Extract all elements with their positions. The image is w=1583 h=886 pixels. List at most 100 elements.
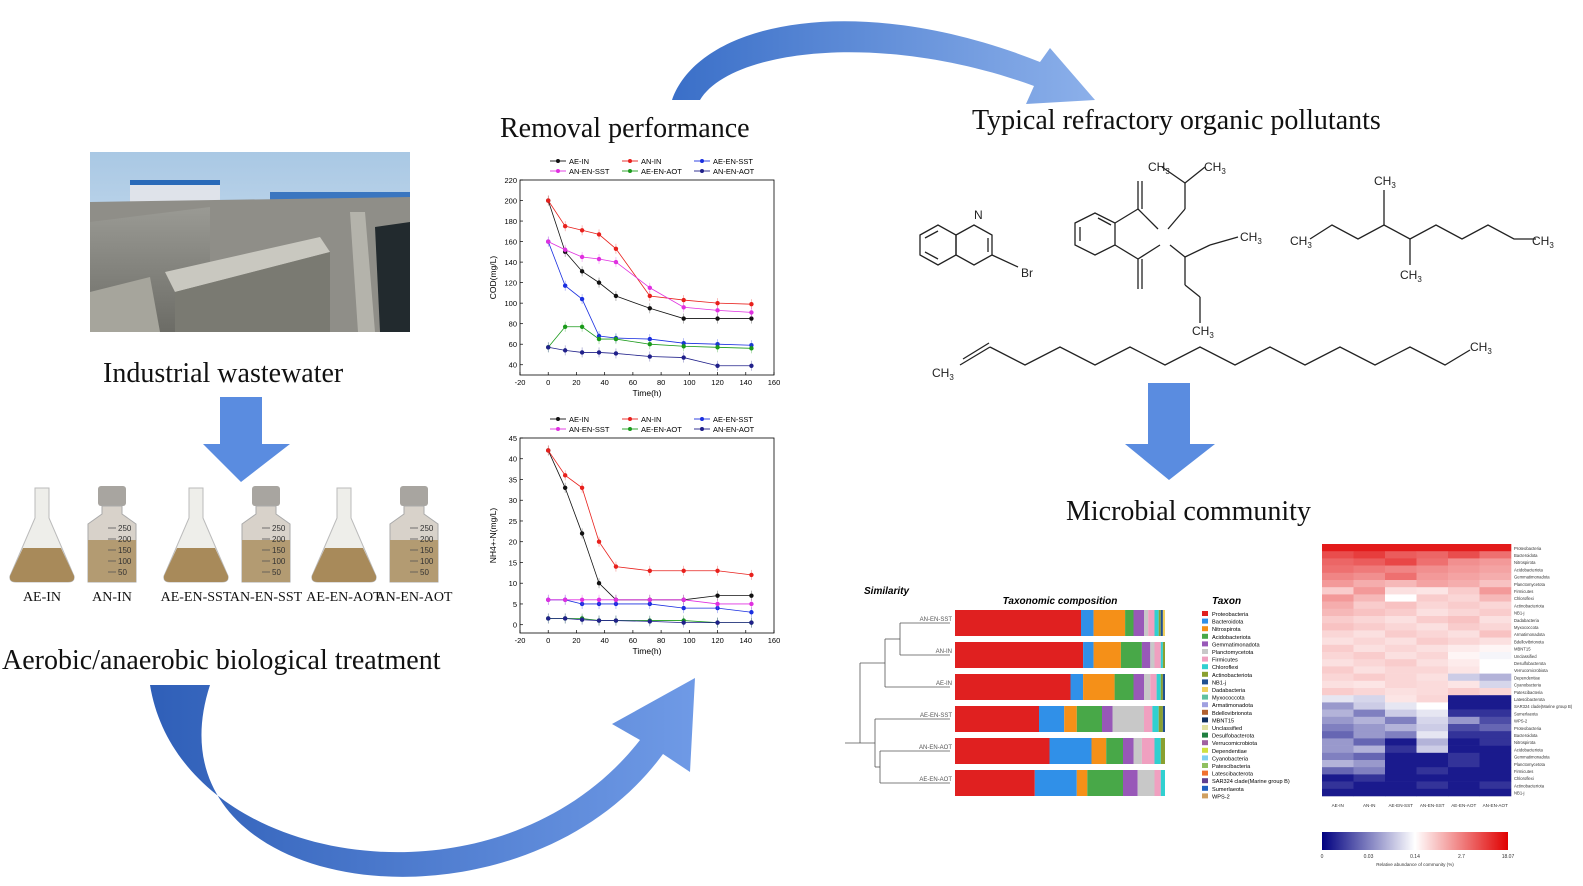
- heatmap-cell: [1479, 580, 1512, 588]
- heatmap-cell: [1385, 680, 1417, 689]
- heatmap-col-label: AE-EN-SST: [1388, 803, 1413, 808]
- taxon-label: Bacteroidota: [1212, 620, 1244, 626]
- data-point: [562, 223, 568, 229]
- heatmap-cell: [1479, 745, 1512, 754]
- taxon-swatch: [1202, 785, 1208, 791]
- heatmap-row-label: Firmicutes: [1514, 769, 1533, 774]
- data-point: [715, 601, 720, 607]
- heatmap-cell: [1353, 630, 1386, 638]
- heatmap-cell: [1448, 659, 1480, 667]
- data-point: [579, 597, 585, 603]
- heatmap-cell: [1448, 565, 1480, 574]
- heatmap-cell: [1479, 572, 1512, 581]
- heatmap-cell: [1448, 637, 1480, 646]
- flask-mark: 250: [420, 524, 434, 533]
- taxon-label: Proteobacteria: [1212, 612, 1249, 618]
- heatmap-cell: [1322, 760, 1354, 768]
- heatmap-cell: [1416, 623, 1449, 631]
- heatmap-cell: [1322, 594, 1354, 602]
- legend-marker: [700, 427, 704, 431]
- heatmap-cell: [1416, 565, 1449, 574]
- composition-segment: [1112, 706, 1144, 732]
- flask-mark: 250: [272, 524, 286, 533]
- colorbar-tick: 0: [1321, 854, 1324, 860]
- heatmap-cell: [1353, 745, 1386, 754]
- y-tick-label: 80: [509, 320, 517, 329]
- heatmap-cell: [1322, 608, 1354, 617]
- heatmap-cell: [1353, 551, 1386, 559]
- data-point: [647, 354, 653, 359]
- heatmap-cell: [1322, 788, 1354, 797]
- heatmap-cell: [1385, 781, 1417, 790]
- heatmap-cell: [1479, 601, 1512, 610]
- x-tick-label: 40: [600, 378, 608, 387]
- heatmap-row-label: Sumerlaeota: [1514, 711, 1538, 716]
- taxon-swatch: [1202, 687, 1208, 692]
- heatmap-row-label: Myxococcota: [1514, 625, 1539, 630]
- heatmap-cell: [1322, 774, 1354, 782]
- heatmap-cell: [1448, 774, 1480, 782]
- legend-label: AN-IN: [641, 157, 661, 166]
- title-biological-treatment: Aerobic/anaerobic biological treatment: [2, 645, 441, 676]
- heatmap-cell: [1385, 659, 1417, 667]
- heatmap-cell: [1353, 781, 1386, 790]
- heatmap-row-label: NB1-j: [1514, 611, 1525, 616]
- data-point: [562, 348, 568, 353]
- flask-mark: 200: [118, 535, 132, 544]
- legend-title: Taxon: [1212, 596, 1241, 607]
- heatmap-cell: [1479, 716, 1512, 725]
- legend-label: AN-EN-SST: [569, 167, 610, 176]
- heatmap-cell: [1479, 767, 1512, 775]
- y-tick-label: 15: [509, 558, 517, 567]
- heatmap-col-label: AE-EN-AOT: [1451, 803, 1476, 808]
- heatmap-cell: [1353, 767, 1386, 775]
- heatmap-cell: [1322, 724, 1354, 732]
- title-microbial-community: Microbial community: [1066, 496, 1311, 527]
- alkane-ch3-bottom: CH3: [1400, 268, 1422, 284]
- heatmap-cell: [1385, 709, 1417, 718]
- data-point: [749, 310, 754, 315]
- composition-segment: [1144, 706, 1153, 732]
- flask-ae-en-aot: [311, 487, 377, 583]
- heatmap-cell: [1385, 580, 1417, 588]
- flask-mark: 200: [420, 535, 434, 544]
- taxon-label: Dependentiae: [1212, 749, 1247, 755]
- legend-label: AE-EN-AOT: [641, 167, 682, 176]
- heatmap-cell: [1353, 752, 1386, 761]
- composition-segment: [1064, 706, 1077, 732]
- composition-segment: [955, 770, 1035, 796]
- x-tick-label: 60: [629, 636, 637, 645]
- heatmap-row-label: WPS-2: [1514, 719, 1528, 724]
- flask-label-an-in: AN-IN: [92, 590, 132, 605]
- heatmap-cell: [1322, 630, 1354, 638]
- heatmap-row-label: Gemmatimonadota: [1514, 575, 1550, 580]
- heatmap-col-label: AN-IN: [1363, 803, 1376, 808]
- heatmap-cell: [1385, 652, 1417, 660]
- molecule-structures: N Br CH3 CH3 CH3 CH3 CH3 CH3 CH3 CH3 CH3…: [919, 160, 1554, 382]
- composition-segment: [1162, 610, 1165, 636]
- alkane-ch3-top: CH3: [1374, 174, 1396, 190]
- data-point: [562, 247, 568, 252]
- composition-segment: [1093, 642, 1121, 668]
- composition-segment: [1148, 610, 1155, 636]
- heatmap-cell: [1385, 558, 1417, 566]
- heatmap-cell: [1479, 587, 1512, 595]
- data-point: [596, 336, 602, 342]
- heatmap-row-label: Firmicutes: [1514, 589, 1533, 594]
- heatmap-row-label: Actinobacteriota: [1514, 783, 1545, 788]
- flask-mark: 150: [272, 546, 286, 555]
- heatmap-cell: [1385, 608, 1417, 617]
- data-point: [647, 293, 653, 299]
- composition-segment: [1087, 770, 1123, 796]
- data-point: [546, 198, 551, 203]
- data-point: [749, 610, 754, 615]
- heatmap-cell: [1353, 659, 1386, 667]
- heatmap-cell: [1322, 767, 1354, 775]
- data-point: [681, 597, 686, 603]
- x-tick-label: 160: [768, 378, 781, 387]
- heatmap-cell: [1353, 616, 1386, 624]
- flask-row: 2502001501005025020015010050250200150100…: [9, 486, 439, 583]
- data-point: [579, 617, 585, 622]
